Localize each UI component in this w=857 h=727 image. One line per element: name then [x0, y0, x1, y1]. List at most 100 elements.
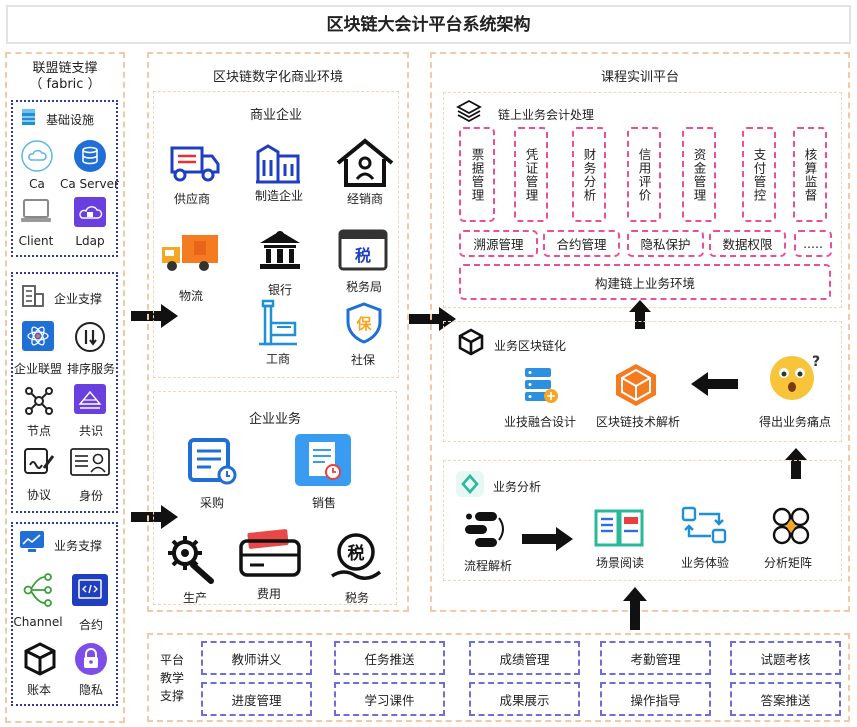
arrow-up-icon	[627, 298, 653, 330]
commercial-item-tax-bureau: 税务局	[345, 280, 382, 294]
supplier-truck-icon	[164, 138, 220, 184]
business-item-production: 生产	[182, 591, 207, 605]
enterprise-business-header: 企业业务	[248, 412, 301, 427]
vertical-item-finance: 财务分析	[572, 127, 606, 222]
commercial-item-dealer: 经销商	[346, 192, 383, 206]
atom-icon	[22, 321, 54, 351]
enterprise-item-node: 节点	[26, 424, 51, 438]
teaching-item-task-push: 任务推送	[334, 641, 445, 675]
onchain-accounting-header: 链上业务会计处理	[498, 108, 595, 122]
vertical-item-capital: 资金管理	[682, 127, 716, 222]
infra-item-ca-server: Ca Server	[60, 177, 119, 191]
enterprise-business-box	[153, 391, 397, 605]
arrow-right-icon	[131, 503, 179, 531]
teaching-support-label-2: 教学	[159, 671, 184, 685]
analysis-item-matrix: 分析矩阵	[763, 556, 812, 570]
svg-text:?: ?	[812, 354, 820, 370]
enterprise-item-consensus: 共识	[78, 424, 103, 438]
alliance-chain-subtitle: （ fabric ）	[29, 77, 101, 92]
teaching-item-grade: 成绩管理	[469, 641, 580, 675]
enterprise-item-alliance: 企业联盟	[13, 362, 62, 376]
building-icon	[20, 283, 46, 309]
commercial-item-supplier: 供应商	[173, 192, 210, 206]
arrow-up-icon	[783, 446, 809, 480]
identity-card-icon	[70, 448, 110, 476]
dealer-house-icon	[334, 137, 396, 189]
process-flow-icon	[461, 510, 509, 550]
svg-text:保: 保	[355, 315, 372, 333]
cube-icon	[456, 327, 486, 357]
infra-item-client: Client	[18, 234, 54, 248]
vertical-item-payment: 支付管控	[742, 127, 776, 222]
analysis-logo-icon	[455, 470, 485, 498]
cloud-lock-icon	[74, 197, 106, 227]
teaching-item-courseware: 学习课件	[334, 682, 445, 716]
teaching-support-label-1: 平台	[159, 653, 184, 667]
enterprise-support-header: 企业支撑	[54, 292, 103, 306]
teaching-item-attendance: 考勤管理	[600, 641, 711, 675]
protocol-icon	[22, 446, 56, 478]
business-item-channel: Channel	[13, 615, 63, 629]
privacy-lock-icon	[74, 642, 108, 676]
alliance-chain-panel	[5, 52, 125, 723]
production-gear-wrench-icon	[165, 533, 217, 585]
build-onchain-env: 构建链上业务环境	[459, 264, 831, 300]
business-analysis-header: 业务分析	[493, 480, 542, 494]
tax-bureau-icon: 税	[338, 229, 388, 271]
digital-commerce-panel	[147, 52, 409, 612]
business-item-sales: 销售	[311, 496, 336, 510]
layers-icon	[456, 98, 482, 124]
analysis-item-experience: 业务体验	[680, 556, 729, 570]
database-icon	[72, 139, 108, 173]
logistics-truck-icon	[160, 233, 220, 273]
arrow-left-icon	[689, 370, 739, 398]
svg-text:税: 税	[348, 543, 365, 564]
digital-commerce-title: 区块链数字化商业环境	[212, 70, 343, 85]
sales-receipt-icon	[295, 434, 351, 486]
teaching-item-guide: 操作指导	[600, 682, 711, 716]
analysis-item-scenario: 场景阅读	[595, 556, 644, 570]
teaching-support-label-3: 支撑	[159, 689, 184, 703]
teaching-item-lecture: 教师讲义	[201, 641, 312, 675]
alliance-chain-title: 联盟链支撑	[32, 61, 98, 76]
business-chain-header: 业务区块链化	[494, 339, 567, 353]
teaching-item-answer-push: 答案推送	[730, 682, 841, 716]
ledger-cube-icon	[22, 641, 58, 677]
commercial-item-logistics: 物流	[178, 289, 203, 303]
business-item-contract: 合约	[78, 618, 103, 632]
infra-item-ldap: Ldap	[75, 234, 105, 248]
purchase-doc-icon	[187, 437, 237, 485]
vertical-item-voucher: 凭证管理	[514, 127, 548, 222]
arrow-right-icon	[409, 305, 457, 333]
arrow-up-icon	[621, 585, 649, 630]
blockchain-hex-icon	[612, 362, 660, 408]
teaching-item-results: 成果展示	[469, 682, 580, 716]
commercial-enterprise-box	[153, 91, 399, 378]
teaching-item-progress: 进度管理	[201, 682, 312, 716]
commercial-item-bank: 银行	[267, 283, 292, 297]
business-item-tax: 税务	[344, 591, 369, 605]
page-title: 区块链大会计平台系统架构	[6, 5, 851, 44]
factory-icon	[254, 142, 302, 184]
sort-service-icon	[74, 321, 106, 353]
business-item-purchase: 采购	[199, 496, 224, 510]
expense-wallet-icon	[238, 529, 302, 579]
chain-item-tech-analysis: 区块链技术解析	[595, 415, 680, 429]
teaching-support-bar	[147, 633, 850, 722]
monitor-chart-icon	[19, 530, 45, 554]
tax-hand-icon: 税	[328, 532, 384, 584]
experience-exchange-icon	[681, 506, 729, 546]
surprised-face-icon: ?	[766, 352, 820, 402]
arrow-right-icon	[131, 302, 179, 330]
node-icon	[24, 386, 54, 416]
consensus-icon	[74, 384, 106, 414]
business-support-group	[11, 522, 118, 706]
analysis-matrix-icon	[771, 506, 811, 546]
row-item-more: .....	[794, 230, 832, 257]
arrow-right-icon	[522, 525, 574, 553]
business-item-expense: 费用	[256, 587, 281, 601]
cube-stack-icon	[19, 107, 39, 127]
server-stack-icon	[521, 366, 559, 406]
row-item-privacy: 隐私保护	[627, 230, 704, 257]
channel-icon	[23, 573, 53, 607]
